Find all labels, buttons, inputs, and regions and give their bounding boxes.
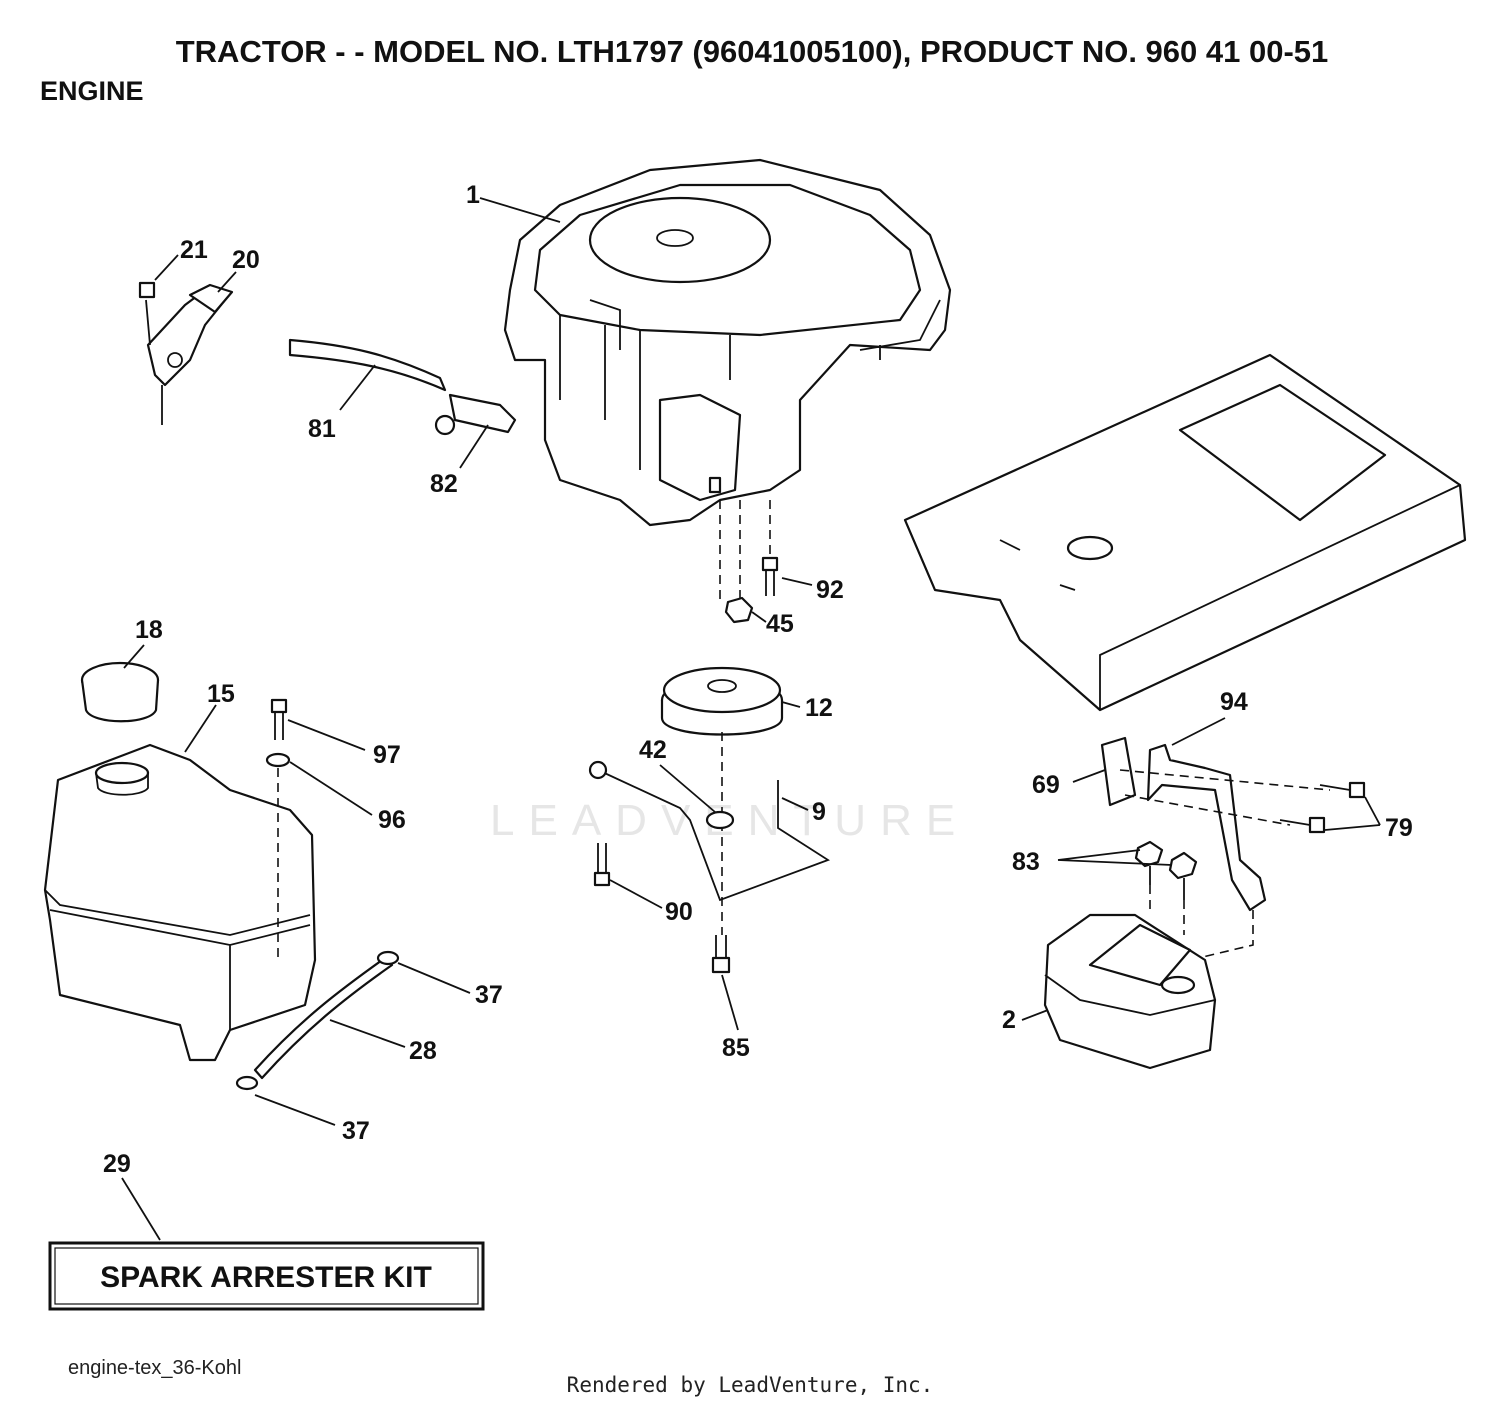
- callout-92: 92: [816, 576, 844, 604]
- page-title: TRACTOR - - MODEL NO. LTH1797 (960410051…: [176, 34, 1329, 69]
- bolt-85[interactable]: [711, 935, 731, 974]
- callout-90: 90: [665, 898, 693, 926]
- alignment-line-muffler: [1149, 885, 1254, 961]
- bolt-92[interactable]: [761, 556, 779, 596]
- exhaust-pipe-94[interactable]: [1146, 743, 1267, 912]
- clamp-37-upper[interactable]: [376, 950, 400, 966]
- callout-85: 85: [722, 1034, 750, 1062]
- callout-69: 69: [1032, 771, 1060, 799]
- callout-2: 2: [1002, 1006, 1016, 1034]
- fuel-cap-18[interactable]: [80, 661, 160, 723]
- callout-12: 12: [805, 694, 833, 722]
- callout-37-upper: 37: [475, 981, 503, 1009]
- washer-96[interactable]: [265, 752, 291, 768]
- callout-28: 28: [409, 1037, 437, 1065]
- fuel-line[interactable]: [288, 338, 447, 392]
- callout-94: 94: [1220, 688, 1248, 716]
- brace-9[interactable]: [588, 760, 831, 902]
- callout-45: 45: [766, 610, 794, 638]
- callout-79: 79: [1385, 814, 1413, 842]
- bolt-90[interactable]: [593, 843, 611, 887]
- callout-18: 18: [135, 616, 163, 644]
- callout-81: 81: [308, 415, 336, 443]
- callout-96: 96: [378, 806, 406, 834]
- alignment-line-exhaust: [1119, 769, 1331, 826]
- washer-42[interactable]: [705, 810, 735, 830]
- spark-arrester-kit-label: SPARK ARRESTER KIT: [100, 1261, 432, 1294]
- bolts-79[interactable]: [1279, 781, 1366, 834]
- section-title: ENGINE: [40, 76, 144, 106]
- callout-37-lower: 37: [342, 1117, 370, 1145]
- alignment-line-crank: [719, 500, 771, 600]
- pulley-12[interactable]: [660, 666, 784, 736]
- callout-15: 15: [207, 680, 235, 708]
- nut-45[interactable]: [724, 596, 754, 624]
- callout-29: 29: [103, 1150, 131, 1178]
- clamp-37-lower[interactable]: [235, 1075, 259, 1091]
- callout-9: 9: [812, 798, 826, 826]
- callout-20: 20: [232, 246, 260, 274]
- gasket-69[interactable]: [1100, 736, 1137, 807]
- locknuts-83[interactable]: [1134, 840, 1198, 900]
- tractor-frame[interactable]: [903, 353, 1467, 712]
- fuel-line-28[interactable]: [253, 956, 394, 1080]
- fuel-valve[interactable]: [434, 393, 517, 436]
- diagram-code: engine-tex_36-Kohl: [68, 1357, 241, 1379]
- muffler-2[interactable]: [1043, 913, 1217, 1070]
- callout-1: 1: [466, 181, 480, 209]
- fuel-tank-15[interactable]: [43, 743, 317, 1062]
- leader-lines: [121, 197, 1381, 1241]
- throttle-control-bracket[interactable]: [138, 281, 234, 425]
- callout-21: 21: [180, 236, 208, 264]
- callout-82: 82: [430, 470, 458, 498]
- screw-97[interactable]: [270, 698, 288, 740]
- spark-arrester-kit-box[interactable]: SPARK ARRESTER KIT: [48, 1241, 485, 1311]
- engine-assembly[interactable]: [503, 158, 952, 527]
- callout-83: 83: [1012, 848, 1040, 876]
- callout-42: 42: [639, 736, 667, 764]
- callout-97: 97: [373, 741, 401, 769]
- rendered-by-credit: Rendered by LeadVenture, Inc.: [567, 1373, 934, 1397]
